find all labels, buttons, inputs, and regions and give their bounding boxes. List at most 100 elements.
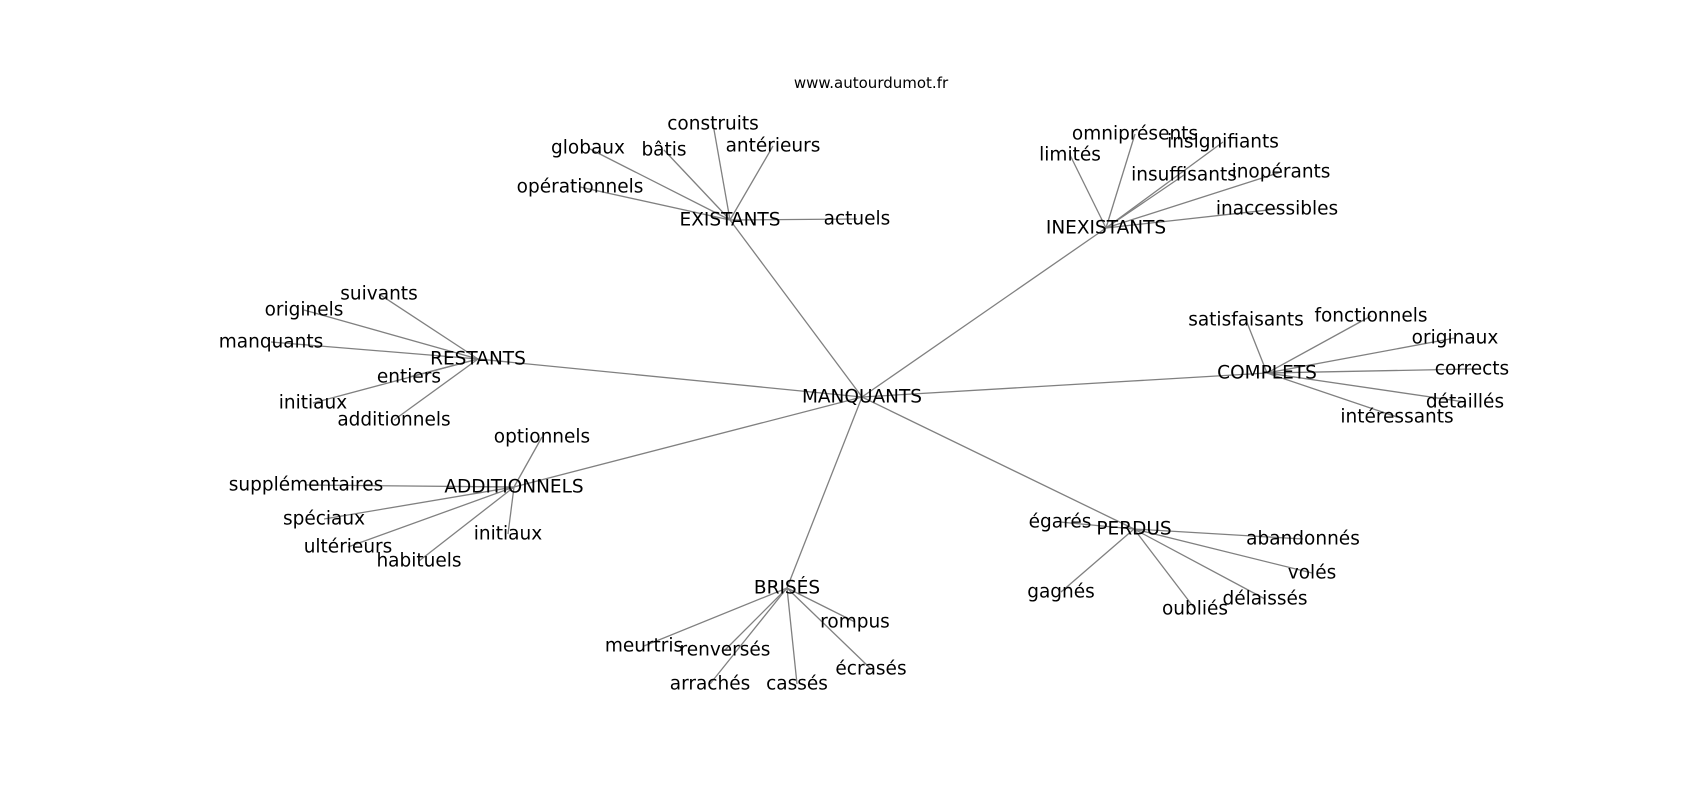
leaf-word[interactable]: supplémentaires xyxy=(229,475,383,496)
graph-edge xyxy=(724,587,788,651)
graph-edge xyxy=(393,358,479,421)
leaf-word[interactable]: détaillés xyxy=(1426,392,1504,413)
hub-word[interactable]: INEXISTANTS xyxy=(1046,218,1166,239)
leaf-word[interactable]: abandonnés xyxy=(1246,529,1360,550)
leaf-word[interactable]: insignifiants xyxy=(1167,132,1279,153)
graph-edge xyxy=(347,486,515,548)
graph-edge xyxy=(303,309,479,360)
graph-edge xyxy=(786,587,856,623)
graph-edge xyxy=(786,587,798,685)
graph-edge xyxy=(861,227,1107,398)
source-label: www.autourdumot.fr xyxy=(794,74,949,92)
graph-edge xyxy=(312,358,479,404)
leaf-word[interactable]: corrects xyxy=(1435,359,1509,380)
graph-edge xyxy=(729,218,858,221)
graph-edge xyxy=(1266,315,1372,374)
graph-edge xyxy=(378,293,479,360)
graph-edge xyxy=(643,587,788,647)
leaf-word[interactable]: arrachés xyxy=(670,674,750,695)
graph-edge xyxy=(1105,171,1282,229)
leaf-word[interactable]: insuffisants xyxy=(1131,165,1237,186)
graph-edge xyxy=(1133,528,1266,600)
hub-word[interactable]: ADDITIONNELS xyxy=(444,477,583,498)
graph-edge xyxy=(579,186,731,221)
graph-labels: www.autourdumot.fr MANQUANTS EXISTANTS con… xyxy=(219,74,1509,695)
leaf-word[interactable]: satisfaisants xyxy=(1188,310,1304,331)
graph-edge xyxy=(1069,154,1107,229)
graph-edge xyxy=(729,219,863,398)
graph-edge xyxy=(323,486,515,520)
graph-edge xyxy=(1105,133,1136,229)
graph-edge xyxy=(861,372,1268,398)
leaf-word[interactable]: construits xyxy=(667,114,758,135)
leaf-word[interactable]: initiaux xyxy=(474,524,542,545)
leaf-word[interactable]: oubliés xyxy=(1162,599,1228,620)
leaf-word[interactable]: initiaux xyxy=(279,393,347,414)
graph-edge xyxy=(507,486,515,535)
leaf-word[interactable]: optionnels xyxy=(494,427,590,448)
leaf-word[interactable]: cassés xyxy=(766,674,828,695)
leaf-word[interactable]: suivants xyxy=(340,284,417,305)
leaf-word[interactable]: limités xyxy=(1039,145,1101,166)
leaf-word[interactable]: entiers xyxy=(377,367,441,388)
graph-edge xyxy=(786,396,863,589)
graph-edge xyxy=(513,436,543,488)
leaf-word[interactable]: habituels xyxy=(376,551,461,572)
hub-word[interactable]: RESTANTS xyxy=(430,349,526,370)
graph-edge xyxy=(305,484,515,488)
graph-edge xyxy=(861,396,1135,530)
leaf-word[interactable]: meurtris xyxy=(605,636,683,657)
leaf-word[interactable]: renversés xyxy=(680,640,771,661)
leaf-word[interactable]: intéressants xyxy=(1340,407,1453,428)
graph-edge xyxy=(786,587,872,670)
leaf-word[interactable]: écrasés xyxy=(835,659,906,680)
hub-word[interactable]: EXISTANTS xyxy=(680,210,781,231)
graph-edge xyxy=(1060,528,1135,593)
graph-edge xyxy=(1266,372,1398,418)
leaf-word[interactable]: bâtis xyxy=(641,140,686,161)
graph-edge xyxy=(587,147,731,221)
graph-edge xyxy=(1133,528,1196,610)
graph-edge xyxy=(270,341,479,360)
graph-edge xyxy=(513,396,863,488)
leaf-word[interactable]: rompus xyxy=(820,612,890,633)
leaf-word[interactable]: spéciaux xyxy=(283,509,365,530)
graph-edge xyxy=(1266,372,1466,403)
graph-edge xyxy=(418,486,515,562)
leaf-word[interactable]: actuels xyxy=(824,209,891,230)
leaf-word[interactable]: ultérieurs xyxy=(304,537,393,558)
leaf-word[interactable]: délaissés xyxy=(1222,589,1307,610)
graph-edge xyxy=(1133,528,1304,540)
leaf-word[interactable]: fonctionnels xyxy=(1314,306,1427,327)
leaf-word[interactable]: originaux xyxy=(1412,328,1499,349)
graph-edge xyxy=(1059,521,1135,530)
leaf-word[interactable]: inopérants xyxy=(1232,162,1331,183)
hub-word[interactable]: COMPLETS xyxy=(1217,363,1317,384)
graph-edge xyxy=(477,358,863,398)
graph-edge xyxy=(709,587,788,685)
leaf-word[interactable]: additionnels xyxy=(337,410,450,431)
center-word[interactable]: MANQUANTS xyxy=(802,387,922,408)
graph-edge xyxy=(1105,208,1278,229)
leaf-word[interactable]: manquants xyxy=(219,332,324,353)
leaf-word[interactable]: égarés xyxy=(1029,512,1092,533)
leaf-word[interactable]: opérationnels xyxy=(517,177,644,198)
hub-word[interactable]: PERDUS xyxy=(1096,519,1171,540)
hub-word[interactable]: BRISÉS xyxy=(754,577,820,599)
leaf-word[interactable]: inaccessibles xyxy=(1216,199,1338,220)
leaf-word[interactable]: volés xyxy=(1288,563,1336,584)
graph-edge xyxy=(1266,368,1473,374)
graph-edge xyxy=(712,123,731,221)
graph-edge xyxy=(663,149,731,221)
graph-edge xyxy=(1105,141,1224,229)
leaf-word[interactable]: globaux xyxy=(551,138,625,159)
graph-edge xyxy=(1266,337,1456,374)
graph-edge xyxy=(1245,319,1268,374)
leaf-word[interactable]: gagnés xyxy=(1027,582,1095,603)
leaf-word[interactable]: antérieurs xyxy=(726,136,821,157)
graph-edge xyxy=(729,145,774,221)
leaf-word[interactable]: omniprésents xyxy=(1072,124,1198,145)
graph-edges xyxy=(270,123,1473,685)
leaf-word[interactable]: originels xyxy=(265,300,344,321)
